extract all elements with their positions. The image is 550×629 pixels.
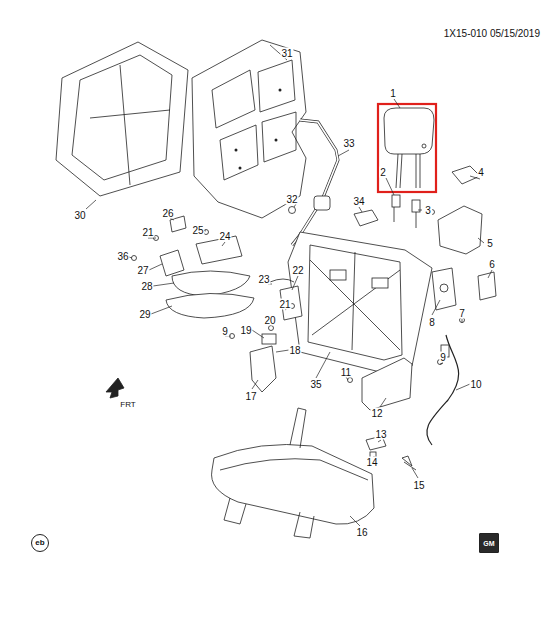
callout-number: 21 xyxy=(141,227,154,238)
callout-number: 33 xyxy=(342,138,355,149)
callout-number: 4 xyxy=(477,167,485,178)
callout-number: 30 xyxy=(73,210,86,221)
callout-number: 2 xyxy=(379,167,387,178)
wire xyxy=(270,279,294,282)
logo-box: GM xyxy=(479,533,498,552)
callout-number: 31 xyxy=(280,48,293,59)
callout-number: 10 xyxy=(469,379,482,390)
headrest-guide xyxy=(392,195,400,207)
frame-slot xyxy=(330,270,346,280)
armrest-pad xyxy=(172,271,250,296)
callout-number: 1 xyxy=(389,88,397,99)
callout-number: 18 xyxy=(288,345,301,356)
release-cable xyxy=(427,335,459,445)
callout-number: 8 xyxy=(428,317,436,328)
callout-number: 19 xyxy=(239,325,252,336)
callout-number: 12 xyxy=(370,408,383,419)
seatback-frame xyxy=(288,232,432,372)
callout-number: 20 xyxy=(263,315,276,326)
pad-seams xyxy=(72,55,172,185)
pivot-bracket xyxy=(362,358,412,410)
callout-number: 23 xyxy=(257,274,270,285)
callout-number: 26 xyxy=(161,208,174,219)
fastener xyxy=(269,326,274,331)
callout-number: 35 xyxy=(309,379,322,390)
callout-number: 21 xyxy=(278,299,291,310)
callout-number: 24 xyxy=(218,231,231,242)
callout-number: 15 xyxy=(412,480,425,491)
callout-number: 11 xyxy=(340,367,352,378)
cushion-seam xyxy=(220,459,368,480)
frame-slot xyxy=(372,278,388,288)
hinge-bracket xyxy=(250,346,276,392)
cushion-brackets xyxy=(224,408,314,538)
frame-structure xyxy=(308,245,402,360)
headrest-button xyxy=(422,144,426,148)
seatback-cover xyxy=(192,40,306,218)
front-arrow xyxy=(106,378,124,398)
cover-panels xyxy=(212,60,296,180)
seat-belt-strap xyxy=(292,120,338,245)
callout-number: 7 xyxy=(458,308,466,319)
side-trim xyxy=(438,206,482,254)
belt-guide xyxy=(354,210,378,226)
seatback-pad xyxy=(56,42,188,196)
trim-cap xyxy=(452,166,480,184)
callout-number: 29 xyxy=(138,309,151,320)
callout-number: 17 xyxy=(244,391,257,402)
headrest xyxy=(384,108,434,154)
bolt xyxy=(402,456,416,470)
callout-number: 14 xyxy=(365,457,378,468)
callout-number: 36 xyxy=(116,251,129,262)
guide-stems xyxy=(394,207,416,228)
headrest-posts xyxy=(396,154,420,188)
latch-cover xyxy=(478,272,496,300)
seat-cushion xyxy=(212,445,374,525)
callout-number: 9 xyxy=(439,352,447,363)
stamp-circle: eb xyxy=(31,534,49,552)
leader-lines xyxy=(86,45,492,526)
callout-number: 5 xyxy=(486,238,494,249)
callout-number: 34 xyxy=(352,196,365,207)
diagram-code: 1X15-010 05/15/2019 xyxy=(443,28,541,39)
callout-number: 22 xyxy=(291,265,304,276)
callout-number: 9 xyxy=(221,326,229,337)
trim-clip xyxy=(160,250,184,276)
callout-number: 32 xyxy=(285,194,298,205)
armrest-cover xyxy=(166,293,254,318)
belt-retractor xyxy=(314,196,330,210)
callout-number: 25 xyxy=(191,225,204,236)
seat-belt-strap-inner xyxy=(292,120,338,245)
callout-number: 13 xyxy=(374,429,387,440)
node-text: GM xyxy=(483,540,494,547)
fasteners xyxy=(132,207,465,383)
callout-number: 6 xyxy=(488,259,496,270)
direction-label: FRT xyxy=(119,399,136,410)
latch xyxy=(432,268,456,310)
hinge-cover xyxy=(262,334,276,344)
callout-number: 16 xyxy=(355,527,368,538)
callout-number: 28 xyxy=(140,281,153,292)
callout-number: 27 xyxy=(136,265,149,276)
callout-number: 3 xyxy=(424,205,432,216)
node-text: eb xyxy=(35,538,44,547)
